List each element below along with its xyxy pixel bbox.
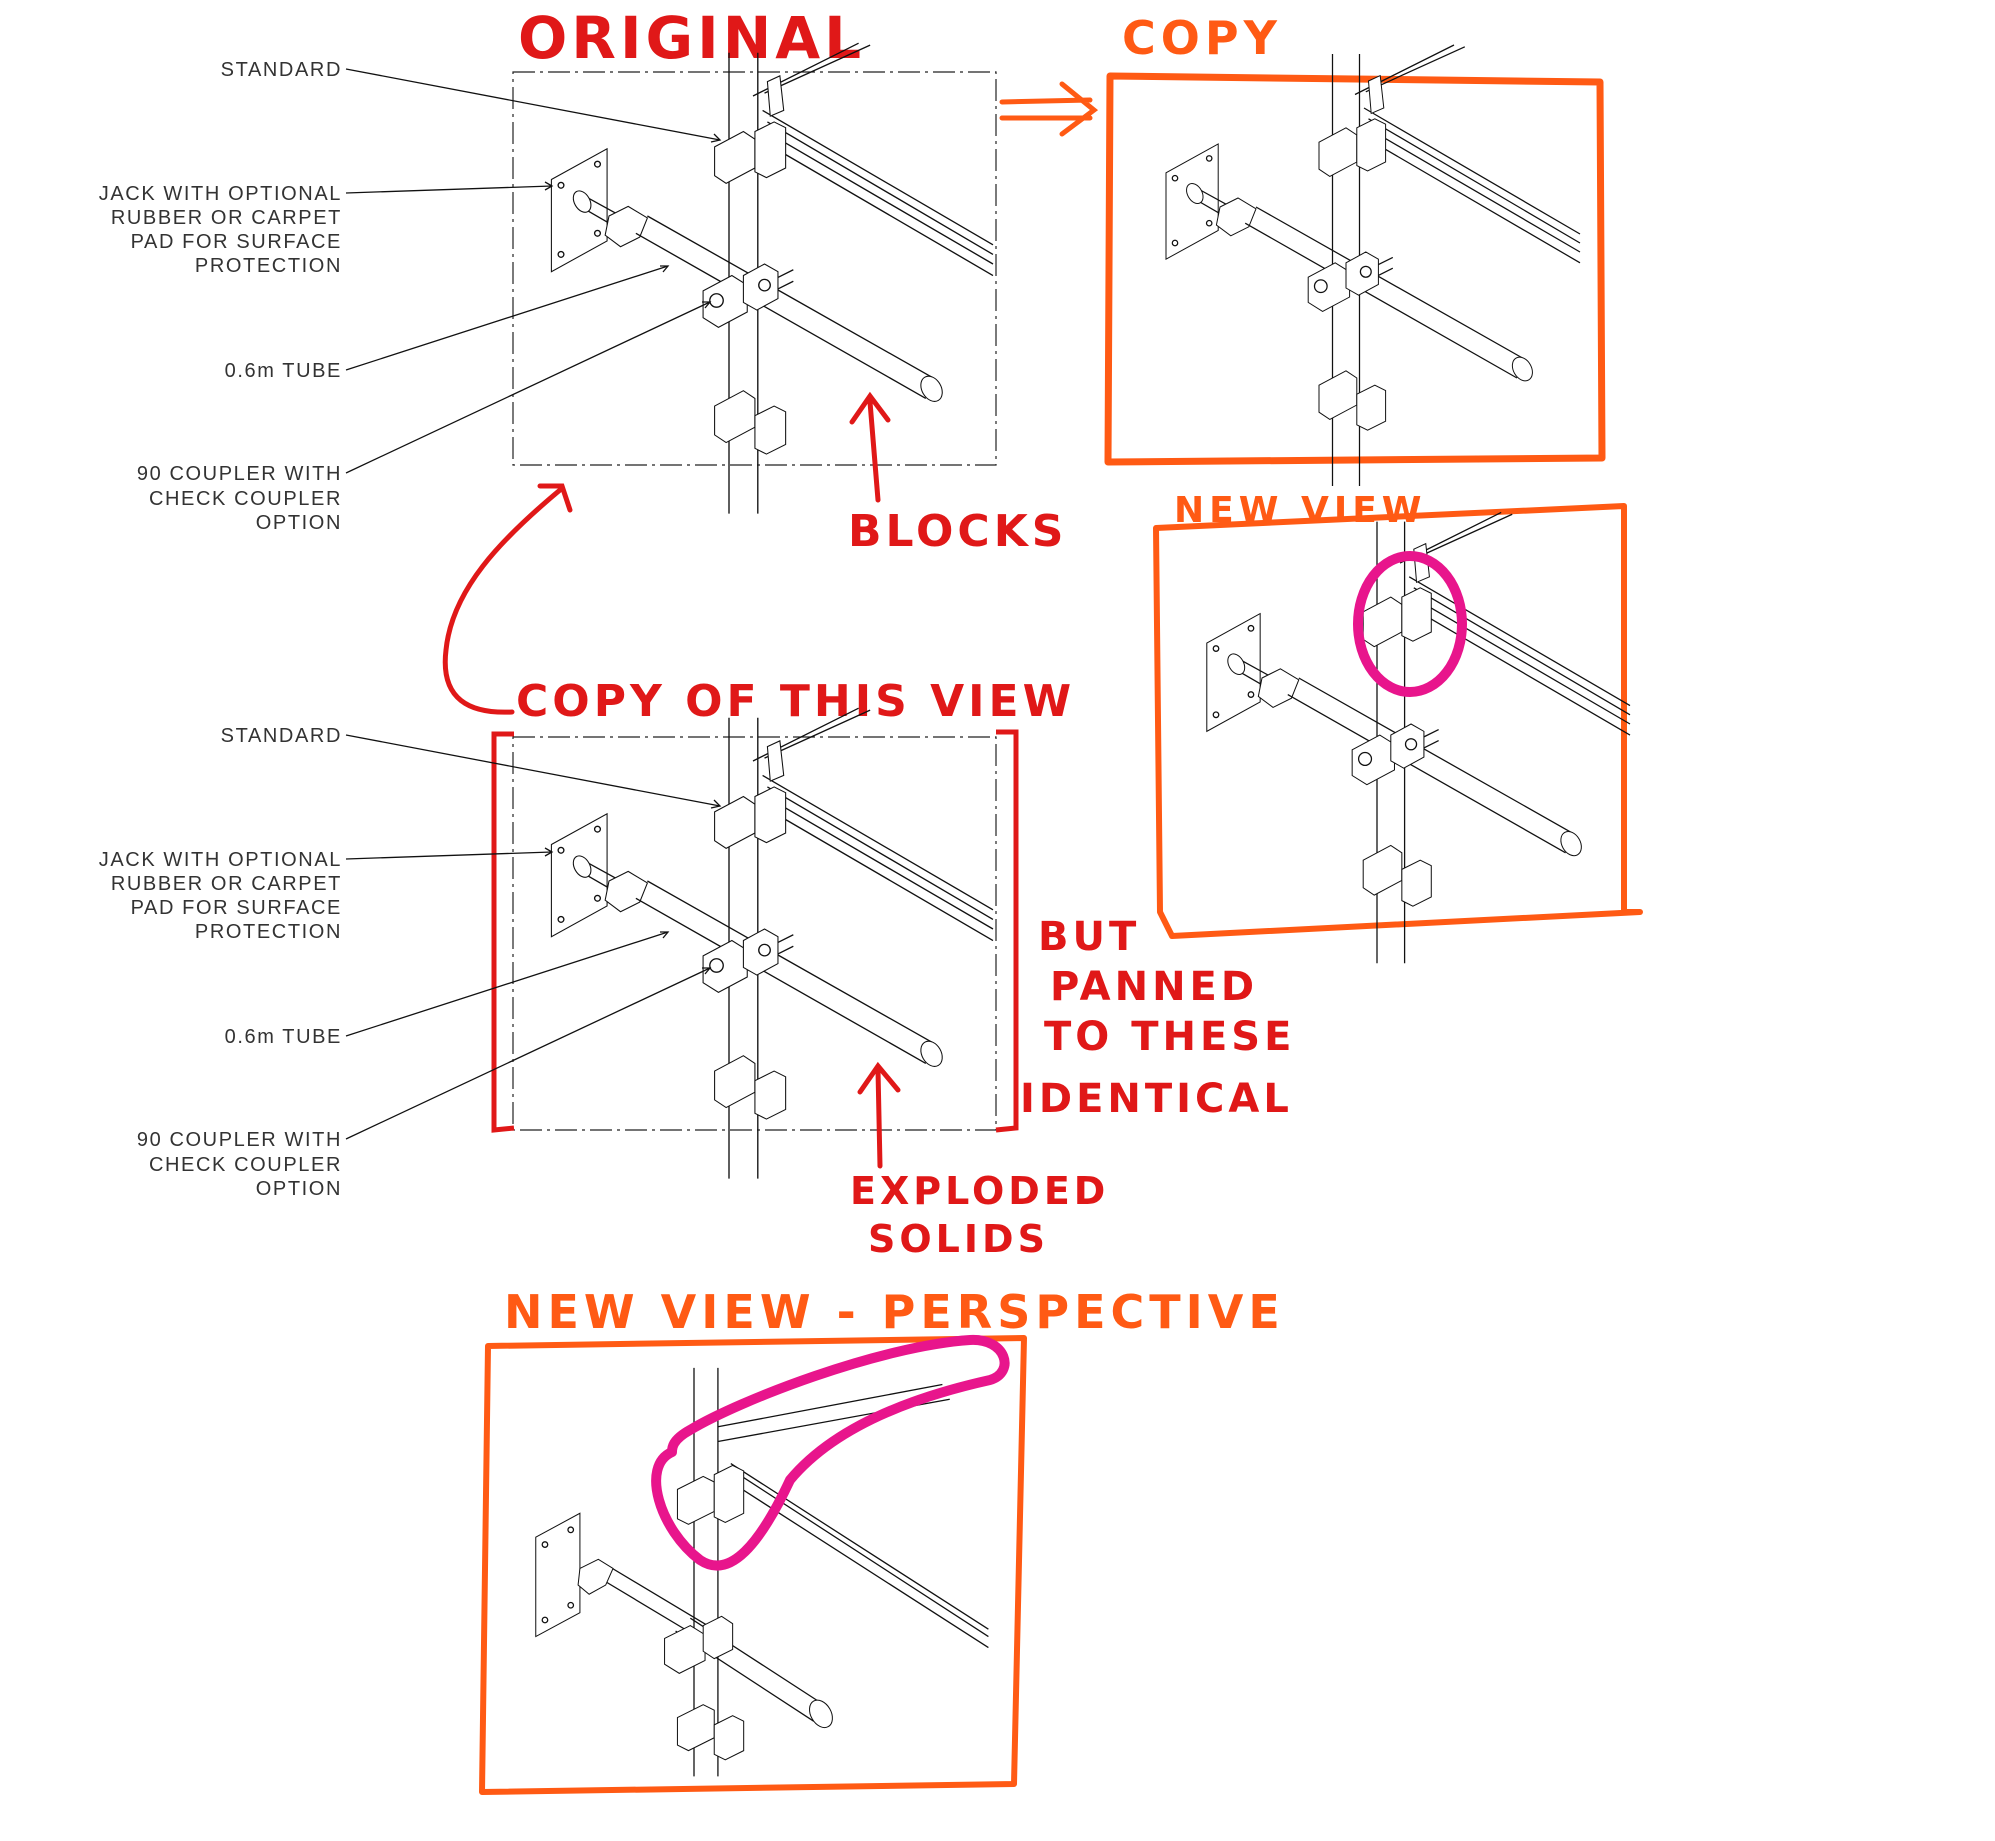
perspective-highlight-loop [651, 1334, 1010, 1571]
note-solids: SOLIDS [868, 1217, 1049, 1261]
copy-of-view-leader-lines [345, 734, 722, 1140]
original-leader-lines [345, 68, 722, 474]
perspective-frame [479, 1335, 1027, 1795]
label-jack-4: PROTECTION [195, 255, 342, 277]
perspective-group: NEW VIEW - PERSPECTIVE [479, 1285, 1285, 1795]
note-panned: PANNED [1050, 964, 1258, 1010]
bracket-left [491, 731, 515, 1133]
label-coupler-1: 90 COUPLER WITH [137, 463, 342, 485]
heading-original: ORIGINAL [518, 4, 865, 72]
label-tube: 0.6m TUBE [225, 360, 342, 382]
copy-of-view-frame [512, 736, 997, 1131]
copy-frame [1104, 72, 1606, 466]
copy-group: COPY [1104, 11, 1606, 487]
original-scaffold-drawing [550, 42, 994, 515]
label-coupler-3: OPTION [256, 512, 342, 534]
copy-of-view-group: COPY OF THIS VIEW STANDARD JACK WITH OPT… [99, 483, 1295, 1261]
label-jack-1: JACK WITH OPTIONAL [99, 183, 342, 205]
bracket-right [995, 729, 1019, 1133]
new-view-scaffold-drawing [1206, 511, 1631, 964]
arrow-copy-to-original [442, 483, 573, 715]
new-view-frame [1153, 503, 1643, 939]
label-coupler-2-2: CHECK COUPLER [149, 1154, 342, 1176]
label-jack-2: RUBBER OR CARPET [111, 207, 342, 229]
note-but: BUT [1038, 914, 1140, 960]
label-coupler-2: CHECK COUPLER [149, 488, 342, 510]
label-tube-2: 0.6m TUBE [225, 1026, 342, 1048]
label-jack-2-3: PAD FOR SURFACE [131, 897, 342, 919]
label-standard-2: STANDARD [221, 725, 342, 747]
arrow-blocks [849, 391, 891, 503]
label-jack-2-1: JACK WITH OPTIONAL [99, 849, 342, 871]
label-jack-2-2: RUBBER OR CARPET [111, 873, 342, 895]
heading-new-view-perspective: NEW VIEW - PERSPECTIVE [504, 1285, 1285, 1339]
heading-copy-of-this-view: COPY OF THIS VIEW [516, 676, 1075, 727]
original-group: ORIGINAL STANDARD JACK WITH OPTIONAL RUB… [99, 4, 1099, 557]
note-to-these: TO THESE [1044, 1014, 1295, 1060]
note-exploded: EXPLODED [850, 1169, 1109, 1213]
label-coupler-2-3: OPTION [256, 1178, 342, 1200]
new-view-group: NEW VIEW [1153, 490, 1643, 964]
label-standard: STANDARD [221, 59, 342, 81]
arrow-original-to-copy [999, 81, 1099, 137]
label-jack-3: PAD FOR SURFACE [131, 231, 342, 253]
copy-of-view-scaffold-drawing [550, 707, 994, 1180]
note-identical: IDENTICAL [1020, 1076, 1293, 1122]
perspective-scaffold-drawing [535, 1367, 989, 1777]
heading-copy: COPY [1122, 11, 1282, 65]
new-view-highlight-circle [1353, 551, 1467, 697]
original-frame [512, 71, 997, 466]
note-blocks: BLOCKS [848, 506, 1068, 557]
arrow-exploded [857, 1061, 901, 1169]
copy-scaffold-drawing [1165, 44, 1581, 487]
label-jack-2-4: PROTECTION [195, 921, 342, 943]
label-coupler-2-1: 90 COUPLER WITH [137, 1129, 342, 1151]
